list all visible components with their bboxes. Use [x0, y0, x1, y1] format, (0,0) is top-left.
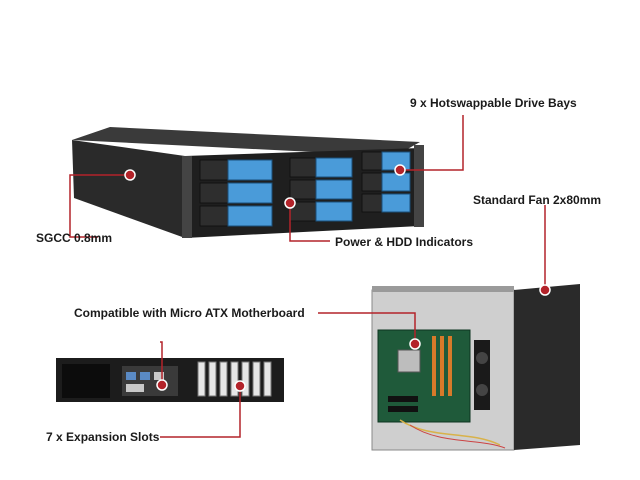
marker-steel [124, 169, 136, 181]
drive-column-1 [199, 159, 273, 227]
callout-expansion: 7 x Expansion Slots [46, 430, 160, 444]
chassis-side [72, 140, 185, 238]
marker-expansion [234, 380, 246, 392]
chassis-front-image [72, 127, 424, 238]
callout-lines [69, 115, 546, 438]
marker-fan [539, 284, 551, 296]
callout-markers [124, 164, 551, 392]
fan-unit [474, 340, 490, 410]
expansion-slot-brackets [197, 361, 272, 397]
marker-indicators [284, 197, 296, 209]
drive-column-3 [361, 151, 411, 213]
chassis-top [72, 127, 420, 156]
chassis-interior-image [371, 284, 580, 451]
marker-motherboard [409, 338, 421, 350]
marker-io [156, 379, 168, 391]
callout-motherboard: Compatible with Micro ATX Motherboard [74, 306, 305, 320]
chassis-rear-image [56, 358, 284, 402]
callout-steel: SGCC 0.8mm [36, 231, 113, 245]
rack-ear-right [414, 145, 424, 227]
interior-side-wall [514, 284, 580, 450]
psu-opening [62, 364, 110, 398]
marker-drive-bays [394, 164, 406, 176]
callout-drive-bays: 9 x Hotswappable Drive Bays [410, 96, 577, 110]
callout-fan: Standard Fan 2x80mm [473, 193, 602, 207]
rack-ear-left [182, 156, 192, 238]
callout-indicators: Power & HDD Indicators [335, 235, 474, 249]
drive-column-2 [289, 157, 353, 222]
